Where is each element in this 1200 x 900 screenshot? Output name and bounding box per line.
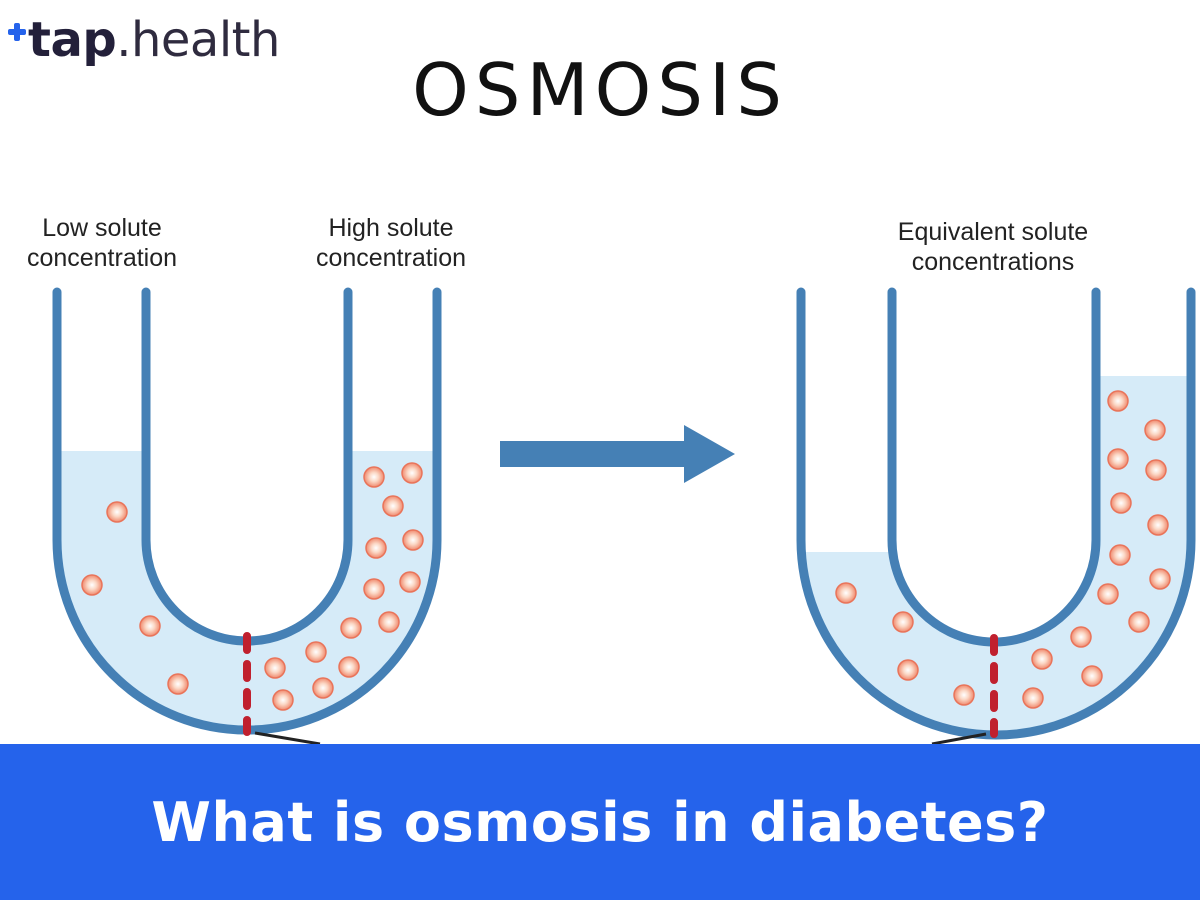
- page-title: OSMOSIS: [412, 48, 788, 132]
- solute-particle: [167, 673, 189, 695]
- brand-name-part1: tap: [28, 12, 117, 68]
- osmosis-diagram: Low solute concentration High solute con…: [27, 214, 1196, 744]
- solute-particle: [378, 611, 400, 633]
- solute-particle: [399, 571, 421, 593]
- solute-particle: [1109, 544, 1131, 566]
- solute-particle: [363, 466, 385, 488]
- headline-banner: What is osmosis in diabetes?: [0, 744, 1200, 900]
- solute-particle: [1097, 583, 1119, 605]
- solute-particle: [363, 578, 385, 600]
- solute-particle: [1147, 514, 1169, 536]
- solute-particle: [1128, 611, 1150, 633]
- left-solute-particles: [81, 462, 424, 711]
- solute-particle: [835, 582, 857, 604]
- solute-particle: [365, 537, 387, 559]
- right-tube-label-line2: concentrations: [912, 248, 1075, 276]
- solute-particle: [312, 677, 334, 699]
- plus-icon: [8, 23, 26, 41]
- solute-particle: [1107, 390, 1129, 412]
- solute-particle: [340, 617, 362, 639]
- solute-particle: [401, 462, 423, 484]
- process-arrow-icon: [500, 425, 735, 483]
- right-tube-label-line1: Equivalent solute: [898, 218, 1088, 246]
- solute-particle: [272, 689, 294, 711]
- solute-particle: [81, 574, 103, 596]
- right-membrane-pointer: [931, 732, 987, 744]
- solute-particle: [1107, 448, 1129, 470]
- left-tube-label-right-line1: High solute: [328, 214, 453, 242]
- solute-particle: [1022, 687, 1044, 709]
- solute-particle: [892, 611, 914, 633]
- solute-particle: [338, 656, 360, 678]
- solute-particle: [1110, 492, 1132, 514]
- brand-name-part2: .health: [116, 12, 280, 68]
- solute-particle: [1144, 419, 1166, 441]
- right-u-tube: [796, 287, 1196, 744]
- left-tube-label-right-line2: concentration: [316, 244, 466, 272]
- solute-particle: [1145, 459, 1167, 481]
- solute-particle: [264, 657, 286, 679]
- left-membrane-pointer: [254, 731, 321, 744]
- left-tube-label-left-line1: Low solute: [42, 214, 162, 242]
- solute-particle: [382, 495, 404, 517]
- solute-particle: [402, 529, 424, 551]
- left-tube-label-left-line2: concentration: [27, 244, 177, 272]
- solute-particle: [953, 684, 975, 706]
- solute-particle: [897, 659, 919, 681]
- left-u-tube: [52, 287, 442, 744]
- brand-logo: tap.health: [8, 10, 280, 70]
- solute-particle: [1070, 626, 1092, 648]
- solute-particle: [1149, 568, 1171, 590]
- solute-particle: [305, 641, 327, 663]
- solute-particle: [1081, 665, 1103, 687]
- banner-headline: What is osmosis in diabetes?: [151, 790, 1049, 854]
- solute-particle: [106, 501, 128, 523]
- solute-particle: [139, 615, 161, 637]
- solute-particle: [1031, 648, 1053, 670]
- right-solute-particles: [835, 390, 1171, 709]
